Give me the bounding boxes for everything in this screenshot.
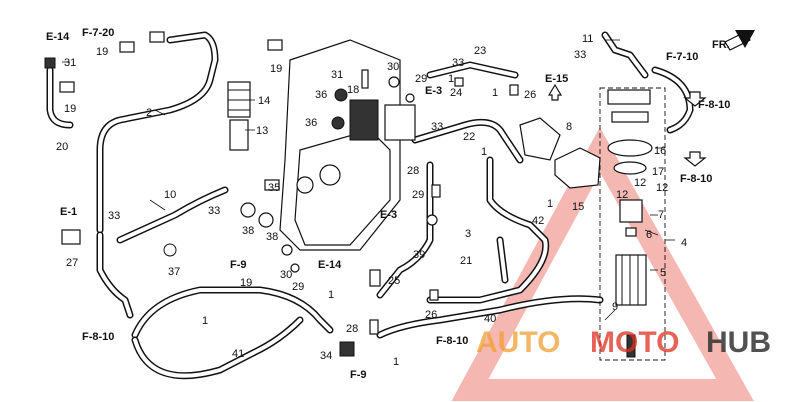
part-label-38: 38	[242, 225, 254, 237]
part-label-37: 37	[168, 266, 180, 278]
part-label-26: 26	[425, 309, 437, 321]
part-label-28: 28	[346, 323, 358, 335]
fuel-pump-assembly	[599, 87, 666, 361]
part-label-34: 34	[320, 350, 332, 362]
ref-f810-mid: F-8-10	[436, 335, 468, 347]
part-label-20: 20	[56, 141, 68, 153]
part-label-29: 29	[292, 281, 304, 293]
part-label-1: 1	[202, 315, 208, 327]
part-label-33: 33	[452, 57, 464, 69]
ref-e3-a: E-3	[425, 85, 442, 97]
part-label-26: 26	[524, 89, 536, 101]
fuel-tank-assembly	[279, 39, 416, 251]
watermark-part-hub: HUB	[706, 326, 771, 359]
part-label-13: 13	[256, 125, 268, 137]
part-label-41: 41	[232, 348, 244, 360]
part-label-19: 19	[270, 63, 282, 75]
part-label-10: 10	[164, 189, 176, 201]
part-label-21: 21	[460, 255, 472, 267]
ref-f810-right-a: F-8-10	[698, 99, 730, 111]
part-label-18: 18	[347, 84, 359, 96]
part-label-30: 30	[280, 269, 292, 281]
section-references: E-14 F-7-20 F-7-10 FR. E-15 E-3 F-8-10 F…	[46, 27, 730, 381]
part-label-42: 42	[532, 215, 544, 227]
part-label-36: 36	[305, 117, 317, 129]
ref-e14-top: E-14	[46, 31, 70, 43]
ref-f710: F-7-10	[666, 51, 698, 63]
watermark-part-auto: AUTO	[476, 326, 560, 359]
part-label-1: 1	[393, 356, 399, 368]
leader-lines	[62, 39, 675, 321]
part-label-15: 15	[572, 201, 584, 213]
hoses	[46, 31, 694, 380]
part-label-1: 1	[328, 289, 334, 301]
ref-f810-right-b: F-8-10	[680, 173, 712, 185]
part-label-17: 17	[652, 166, 664, 178]
part-label-33: 33	[208, 205, 220, 217]
part-label-36: 36	[315, 89, 327, 101]
ref-e14-mid: E-14	[318, 259, 342, 271]
part-label-27: 27	[66, 257, 78, 269]
part-label-12: 12	[656, 182, 668, 194]
part-label-11: 11	[582, 33, 593, 45]
part-label-35: 35	[268, 182, 280, 194]
part-label-19: 19	[64, 103, 76, 115]
ref-e1: E-1	[60, 206, 77, 218]
part-label-24: 24	[450, 87, 462, 99]
part-label-31: 31	[331, 69, 343, 81]
direction-arrows	[547, 30, 755, 167]
part-label-25: 25	[388, 275, 400, 287]
part-label-29: 29	[415, 73, 427, 85]
part-label-9: 9	[612, 301, 618, 313]
part-label-12: 12	[634, 177, 646, 189]
part-label-40: 40	[484, 313, 496, 325]
part-label-5: 5	[660, 267, 666, 279]
watermark-text: AUTO MOTO HUB	[476, 326, 771, 359]
part-label-29: 29	[412, 189, 424, 201]
part-label-1: 1	[492, 87, 498, 99]
part-label-8: 8	[566, 121, 572, 133]
ref-f720: F-7-20	[82, 27, 114, 39]
part-label-33: 33	[108, 210, 120, 222]
part-label-4: 4	[681, 237, 687, 249]
part-label-30: 30	[387, 61, 399, 73]
ref-f810-left: F-8-10	[82, 331, 114, 343]
part-label-7: 7	[658, 209, 664, 221]
ref-e3-b: E-3	[380, 209, 397, 221]
part-label-19: 19	[96, 46, 108, 58]
part-label-31: 31	[64, 57, 76, 69]
part-label-16: 16	[654, 145, 666, 157]
ref-fr: FR.	[712, 39, 730, 51]
part-label-1: 1	[448, 73, 454, 85]
part-label-12: 12	[616, 189, 628, 201]
ref-f9-a: F-9	[230, 259, 247, 271]
part-label-33: 33	[574, 49, 586, 61]
part-labels: 31 19 19 20 2 19 14 13 10 33 33 27 37 19…	[56, 33, 687, 368]
part-label-22: 22	[463, 131, 475, 143]
part-label-38: 38	[266, 231, 278, 243]
ref-e15: E-15	[545, 73, 568, 85]
part-label-39: 39	[413, 249, 425, 261]
part-label-23: 23	[474, 45, 486, 57]
ref-f9-b: F-9	[350, 369, 367, 381]
part-label-28: 28	[407, 165, 419, 177]
small-parts	[44, 31, 601, 357]
part-label-1: 1	[481, 146, 487, 158]
part-label-19: 19	[240, 277, 252, 289]
watermark-part-moto: MOTO	[590, 326, 679, 359]
part-label-2: 2	[146, 107, 152, 119]
part-label-3: 3	[465, 228, 471, 240]
part-label-6: 6	[646, 229, 652, 241]
part-label-1: 1	[547, 198, 553, 210]
part-label-33: 33	[431, 121, 443, 133]
part-label-14: 14	[258, 95, 270, 107]
